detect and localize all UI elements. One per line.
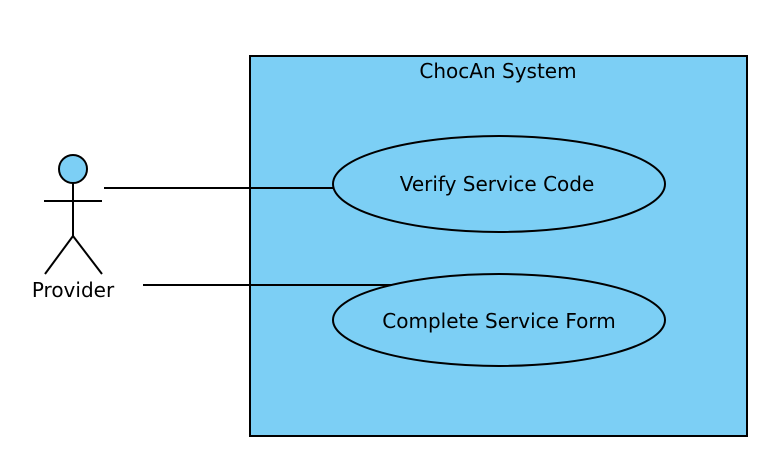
actor-right-leg: [72, 235, 103, 275]
use-case-label: Verify Service Code: [400, 172, 595, 196]
system-label: ChocAn System: [419, 59, 576, 83]
actor-head: [58, 154, 88, 184]
system-boundary[interactable]: [249, 55, 748, 437]
actor-label: Provider: [32, 278, 115, 302]
actor-left-leg: [44, 235, 74, 275]
actor-provider[interactable]: Provider: [32, 154, 115, 302]
use-case-label: Complete Service Form: [382, 309, 615, 333]
use-case-ellipse: [332, 273, 666, 367]
use-case-complete-service-form[interactable]: Complete Service Form: [332, 273, 666, 367]
use-case-ellipse: [332, 135, 666, 233]
use-case-verify-service-code[interactable]: Verify Service Code: [332, 135, 666, 233]
